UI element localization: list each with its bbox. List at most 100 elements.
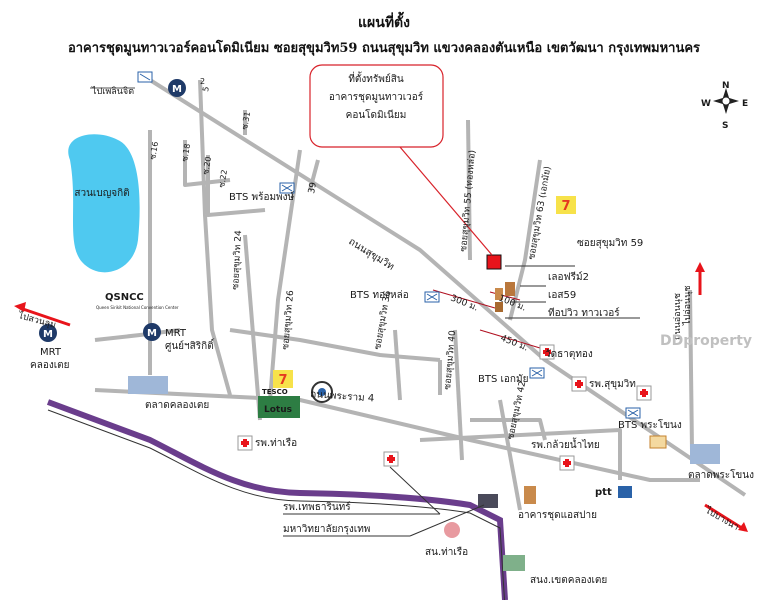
road-small-1 bbox=[419, 428, 622, 480]
bts-icon-phrakhanong bbox=[625, 407, 641, 419]
seven-eleven-icon-2: 7 bbox=[273, 370, 293, 388]
rail-line-edge bbox=[47, 409, 506, 600]
svg-text:M: M bbox=[43, 329, 53, 340]
label-wat-that-thong: วัดธาตุทอง bbox=[545, 349, 593, 360]
road-soi-39 bbox=[308, 159, 320, 191]
label-hosp-thepdharin: รพ.เทพธารินทร์ bbox=[283, 501, 351, 513]
hospital-icons bbox=[237, 344, 652, 471]
road-main-vertical bbox=[198, 79, 232, 396]
road-inner-loop bbox=[229, 328, 441, 362]
label-bts-thonglo: BTS ทองหล่อ bbox=[350, 290, 409, 301]
rail-line bbox=[46, 399, 508, 600]
road-network bbox=[94, 78, 747, 511]
road-small-2 bbox=[470, 418, 547, 441]
label-soi59: ซอยสุขุมวิท 59 bbox=[577, 238, 643, 249]
label-tesco: TESCO bbox=[262, 388, 288, 396]
label-hosp-sukhumvit: รพ.สุขุมวิท bbox=[589, 379, 636, 390]
label-hosp-kluaynamthai: รพ.กล้วยน้ำไทย bbox=[531, 437, 600, 451]
road-label-onnut-main: ถนนอ่อนนุช bbox=[673, 293, 683, 340]
road-rama4 bbox=[94, 388, 700, 482]
road-label-soi40: ซอยสุขุมวิท 40 bbox=[442, 330, 458, 391]
road-label-s20: ซ.20 bbox=[201, 156, 213, 175]
compass-n: N bbox=[722, 81, 730, 91]
label-tpw: ทีอปวิว ทาวเวอร์ bbox=[548, 307, 620, 319]
road-soi-24 bbox=[243, 234, 262, 421]
road-soi-63 bbox=[508, 159, 542, 321]
mrt-icon-sirikit: M bbox=[143, 323, 161, 341]
bts-icon-ekkamai bbox=[529, 367, 545, 379]
road-label-soi24: ซอยสุขุมวิท 24 bbox=[230, 230, 244, 290]
road-label-to-bangna: ไปบางนา bbox=[703, 505, 741, 533]
road-sukhumvit bbox=[148, 78, 747, 497]
callout-pointer bbox=[399, 146, 493, 256]
compass-w: W bbox=[701, 99, 711, 109]
svg-text:M: M bbox=[172, 84, 182, 95]
bts-icon-top bbox=[137, 71, 153, 83]
label-mrt-khlongtoei: MRT bbox=[40, 347, 62, 358]
label-ptt: ptt bbox=[595, 487, 612, 498]
mrt-icon-top: M bbox=[168, 79, 186, 97]
label-lotus: Lotus bbox=[264, 405, 292, 415]
road-label-to-onnut: ไปอ่อนนุช bbox=[682, 286, 693, 326]
callout-line-2: อาคารชุดมูนทาวเวอร์ bbox=[329, 91, 424, 103]
road-soi-26 bbox=[268, 149, 302, 401]
label-market-khlongtoei: ตลาดคลองเตย bbox=[145, 400, 209, 411]
road-label-2: 2 bbox=[200, 77, 205, 86]
condo-markers bbox=[495, 282, 515, 312]
channel3-icon bbox=[311, 381, 333, 403]
label-bkk-univ: มหาวิทยาลัยกรุงเทพ bbox=[283, 524, 370, 535]
road-label-soi55: ซอยสุขุมวิท 55 (ทองหล่อ) bbox=[458, 150, 478, 253]
road-label-sukhumvit: ถนนสุขุมวิท bbox=[346, 236, 395, 273]
label-leaf2: เลอฟรีม์2 bbox=[548, 271, 589, 283]
road-label-soi39: 39 bbox=[307, 181, 319, 194]
label-port: สน.ท่าเรือ bbox=[425, 546, 468, 558]
road-soi-20 bbox=[206, 155, 266, 217]
road-label-5: 5 bbox=[201, 86, 211, 93]
label-qsncc: QSNCC bbox=[105, 292, 144, 303]
bts-icon-phromphong bbox=[279, 182, 295, 194]
label-mrt-khlongtoei-2: คลองเตย bbox=[30, 360, 69, 371]
property-pin bbox=[486, 254, 502, 270]
compass-e: E bbox=[742, 99, 748, 109]
svg-text:M: M bbox=[147, 328, 157, 339]
label-bts-phromphong: BTS พร้อมพงษ์ bbox=[229, 191, 295, 203]
label-mrt-sirikit-2: ศูนย์ฯสิริกิติ์ bbox=[165, 338, 215, 352]
label-es59: เอส59 bbox=[548, 290, 576, 301]
road-label-soi26: ซอยสุขุมวิท 26 bbox=[280, 290, 296, 351]
callout-box bbox=[309, 64, 444, 148]
label-condo-ssp: อาคารชุดแอสปาย bbox=[518, 510, 597, 521]
svg-text:7: 7 bbox=[278, 373, 287, 388]
callout-line-1: ที่ตั้งทรัพย์สิน bbox=[348, 71, 403, 85]
road-label-s16: ซ.16 bbox=[148, 141, 160, 160]
road-soi-36 bbox=[393, 329, 402, 401]
road-label-soi42: ซอยสุขุมวิท 42 bbox=[505, 380, 528, 441]
tesco-lotus-icon bbox=[258, 396, 300, 418]
label-bts-ekkamai: BTS เอกมัย bbox=[478, 374, 528, 385]
compass-s: S bbox=[722, 121, 728, 131]
road-klongtoei bbox=[94, 328, 181, 342]
road-label-s22: ซ.22 bbox=[217, 169, 229, 188]
distance-450: 450 ม. bbox=[499, 334, 529, 354]
watermark: DDproperty bbox=[660, 333, 752, 349]
road-label-rama4: ถนนพระราม 4 bbox=[310, 389, 375, 404]
bts-icon-thonglo bbox=[424, 291, 440, 303]
park-label: สวนเบญจกิติ bbox=[74, 188, 129, 199]
svg-text:7: 7 bbox=[561, 199, 570, 214]
map-title: แผนที่ตั้ง bbox=[358, 15, 410, 31]
label-mrt-sirikit: MRT bbox=[165, 328, 187, 339]
mrt-icon-khlongtoei: M bbox=[39, 324, 57, 342]
label-market-phrakhanong: ตลาดพระโขนง bbox=[688, 468, 754, 481]
road-label-s31: ซ.31 bbox=[240, 111, 252, 130]
road-soi-55 bbox=[466, 119, 472, 261]
road-label-s18: ซ.18 bbox=[180, 143, 192, 162]
seven-eleven-icon-1: 7 bbox=[556, 196, 576, 214]
callout-line-3: คอนโดมิเนียม bbox=[346, 108, 407, 121]
compass-icon bbox=[713, 88, 739, 114]
label-bts-phrakhanong: BTS พระโขนง bbox=[618, 418, 682, 431]
direction-arrows bbox=[14, 87, 748, 532]
map-subtitle: อาคารชุดมูนทาวเวอร์คอนโดมิเนียม ซอยสุขุม… bbox=[67, 41, 701, 56]
landmark-buildings bbox=[128, 376, 720, 571]
label-hosp-tharua: รพ.ท่าเรือ bbox=[255, 437, 297, 449]
